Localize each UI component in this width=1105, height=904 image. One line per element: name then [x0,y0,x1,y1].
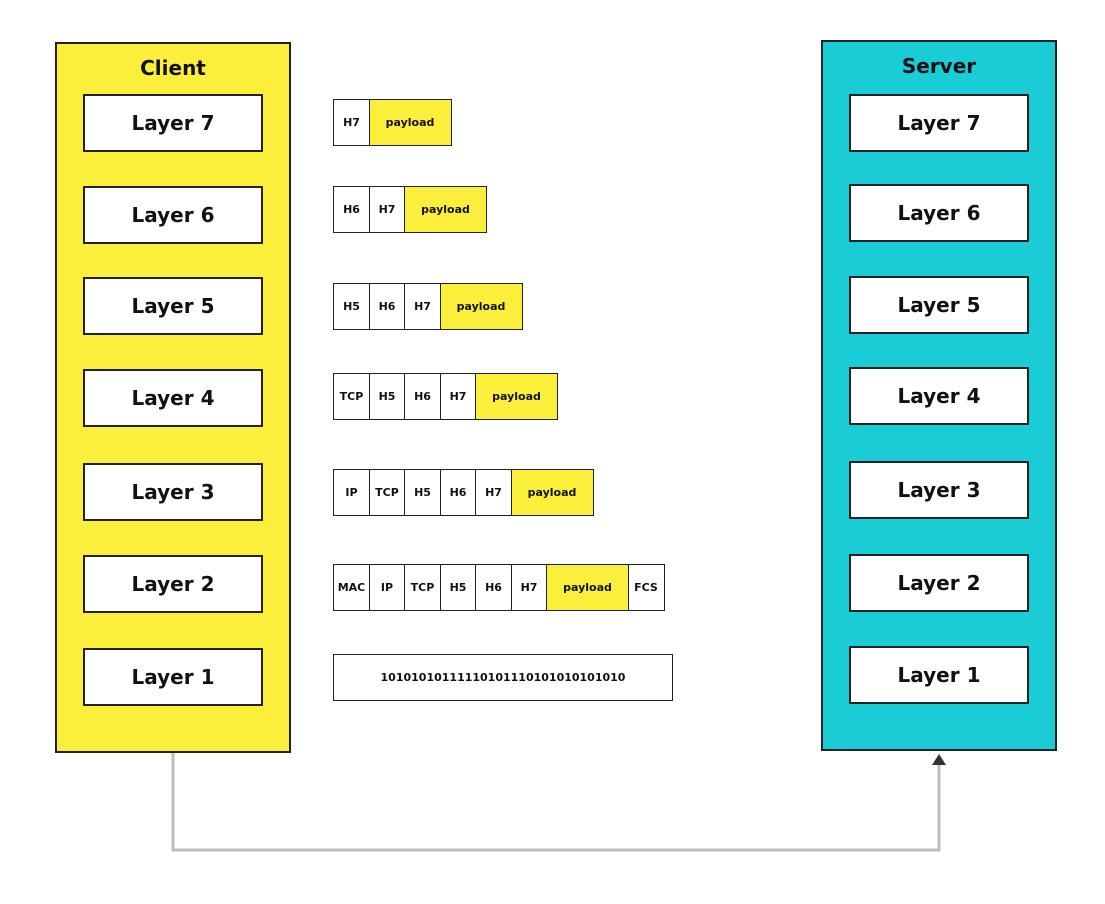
header-cell-h6: H6 [475,564,512,611]
client-layer-6: Layer 6 [83,186,263,244]
header-cell-h5: H5 [368,373,406,420]
payload-cell: payload [546,564,629,611]
header-cell-mac: MAC [333,564,370,611]
payload-cell: payload [368,99,452,146]
server-layer-5: Layer 5 [849,276,1029,334]
server-layer-1: Layer 1 [849,646,1029,704]
header-cell-tcp: TCP [368,469,406,516]
header-cell-h5: H5 [439,564,477,611]
header-cell-h7: H7 [404,283,441,330]
pdu-row-layer-1: 10101010111110101110101010101010 [333,654,673,701]
header-cell-h7: H7 [439,373,477,420]
server-layer-3: Layer 3 [849,461,1029,519]
header-cell-h6: H6 [439,469,477,516]
header-cell-h6: H6 [333,186,370,233]
server-stack: Server Layer 7 Layer 6 Layer 5 Layer 4 L… [821,40,1057,751]
client-layer-2: Layer 2 [83,555,263,613]
header-cell-ip: IP [333,469,370,516]
server-layer-4: Layer 4 [849,367,1029,425]
header-cell-h7: H7 [333,99,370,146]
physical-link-arrowhead [932,754,946,765]
header-cell-h7: H7 [475,469,512,516]
header-cell-h5: H5 [404,469,441,516]
server-title: Server [901,54,977,78]
bitstream-cell: 10101010111110101110101010101010 [333,654,673,701]
server-layer-2: Layer 2 [849,554,1029,612]
payload-cell: payload [475,373,558,420]
header-cell-h5: H5 [333,283,370,330]
header-cell-tcp: TCP [333,373,370,420]
client-layer-7: Layer 7 [83,94,263,152]
client-title: Client [140,56,206,80]
header-cell-h7: H7 [510,564,548,611]
client-layer-1: Layer 1 [83,648,263,706]
client-stack: Client Layer 7 Layer 6 Layer 5 Layer 4 L… [55,42,291,753]
client-layer-4: Layer 4 [83,369,263,427]
header-cell-fcs: FCS [627,564,665,611]
server-layer-6: Layer 6 [849,184,1029,242]
header-cell-ip: IP [368,564,406,611]
client-layer-3: Layer 3 [83,463,263,521]
payload-cell: payload [404,186,487,233]
client-layer-5: Layer 5 [83,277,263,335]
physical-link-line [171,753,941,852]
payload-cell: payload [439,283,523,330]
server-layer-7: Layer 7 [849,94,1029,152]
header-cell-h6: H6 [368,283,406,330]
header-cell-tcp: TCP [404,564,441,611]
header-cell-h6: H6 [404,373,441,420]
payload-cell: payload [510,469,594,516]
header-cell-h7: H7 [368,186,406,233]
